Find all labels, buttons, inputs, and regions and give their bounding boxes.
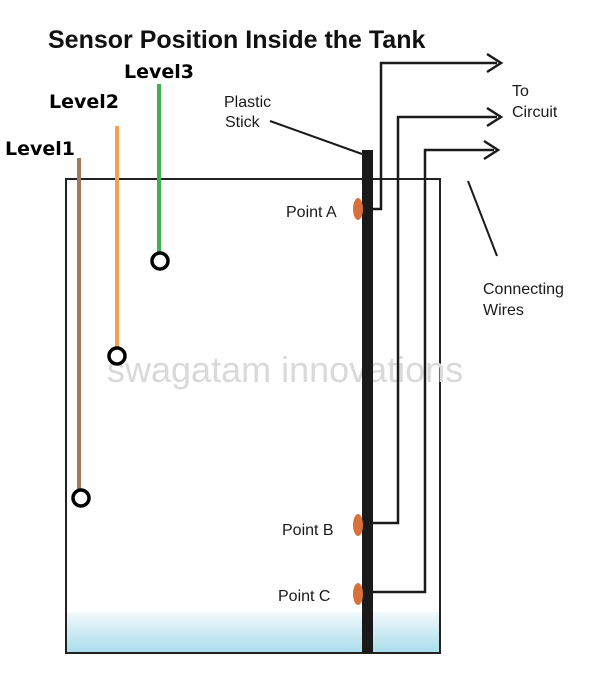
level3-sensor-ring [150,251,170,271]
watermark-text: swagatam innovations [107,349,463,390]
point-c-sensor [353,583,363,605]
point-c-label: Point C [278,588,330,605]
point-b-label: Point B [282,522,334,539]
level2-label: Level2 [49,91,119,113]
arrowhead-c-icon [483,139,501,161]
wire-point-c [368,148,494,594]
to-circuit-label-line1: To [512,83,529,100]
level1-label: Level1 [5,138,75,160]
wire-arrowheads [483,52,504,161]
plastic-stick [362,150,373,653]
connecting-wires [368,61,497,594]
wire-point-a [368,61,497,211]
stick-label-line1: Plastic [224,94,271,111]
point-a-sensor [353,198,363,220]
wires-label-line2: Wires [483,302,524,319]
point-a-label: Point A [286,204,337,221]
wire-point-b [368,115,497,525]
wires-pointer-line [467,180,498,257]
level1-sensor-ring [71,488,91,508]
point-b-sensor [353,514,363,536]
stick-label-line2: Stick [225,114,261,131]
level3-probe: Level3 [124,61,194,271]
tank-outline [65,178,441,654]
wires-label-line1: Connecting [483,281,564,298]
to-circuit-label-line2: Circuit [512,104,558,121]
diagram-title: Sensor Position Inside the Tank [48,26,425,54]
water-fill [66,612,440,653]
arrowhead-a-icon [486,52,504,74]
arrowhead-b-icon [486,106,504,128]
level2-sensor-ring [107,346,127,366]
stick-pointer-line [269,120,363,155]
level3-label: Level3 [124,61,194,83]
level1-probe: Level1 [5,138,91,508]
level2-probe: Level2 [49,91,127,366]
